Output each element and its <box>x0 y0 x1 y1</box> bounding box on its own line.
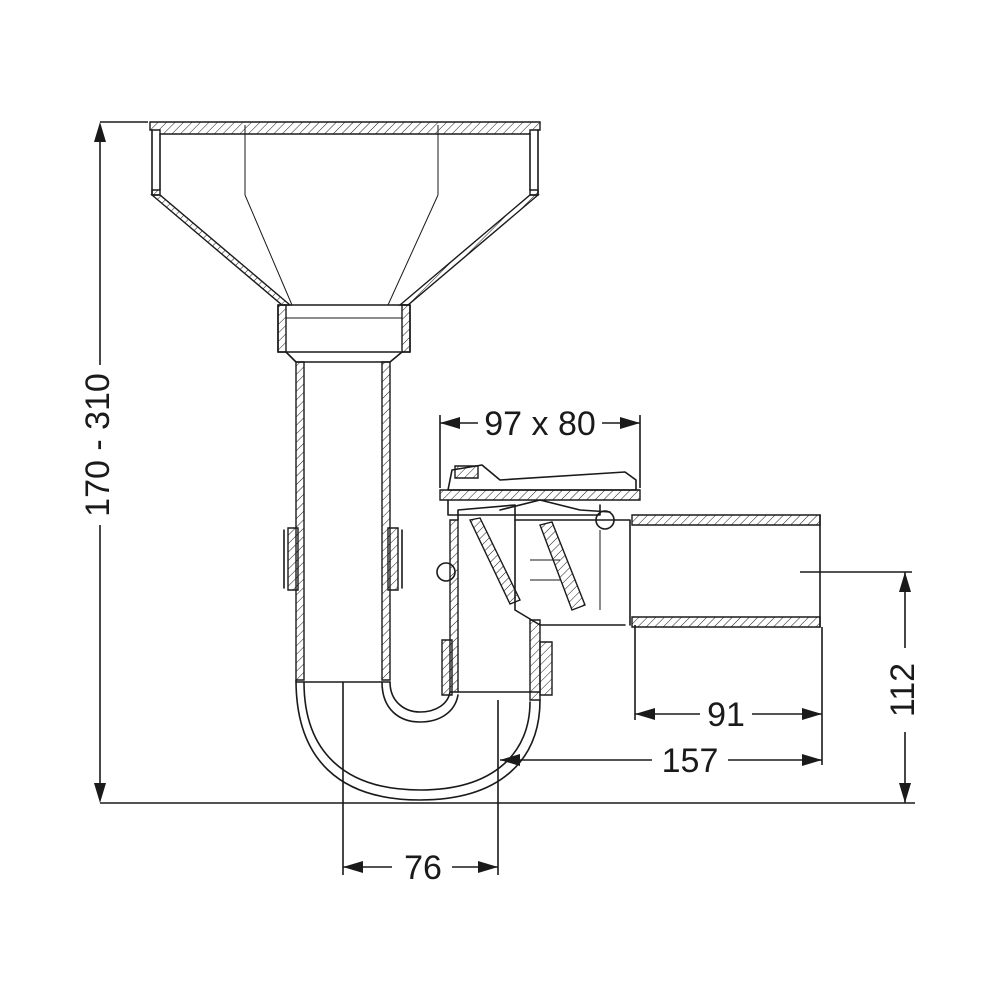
trap-spacing-label: 76 <box>404 849 442 887</box>
height-range-label: 170 - 310 <box>79 373 117 517</box>
u-bend <box>295 679 541 801</box>
dim-outlet-height <box>800 571 912 803</box>
riser-pipe <box>283 361 403 681</box>
grate-size-label: 97 x 80 <box>484 405 596 443</box>
dim-total-length <box>500 754 822 766</box>
dim-grate-size <box>439 415 641 488</box>
outlet-height-label: 112 <box>884 663 922 717</box>
dim-trap-spacing <box>342 682 499 875</box>
dim-outlet-length <box>634 625 823 765</box>
outlet-length-label: 91 <box>707 696 745 734</box>
total-length-label: 157 <box>662 742 719 780</box>
funnel <box>149 121 541 363</box>
outlet-pipe <box>631 514 821 628</box>
dim-height-range <box>94 121 148 803</box>
trap-body <box>436 464 641 701</box>
